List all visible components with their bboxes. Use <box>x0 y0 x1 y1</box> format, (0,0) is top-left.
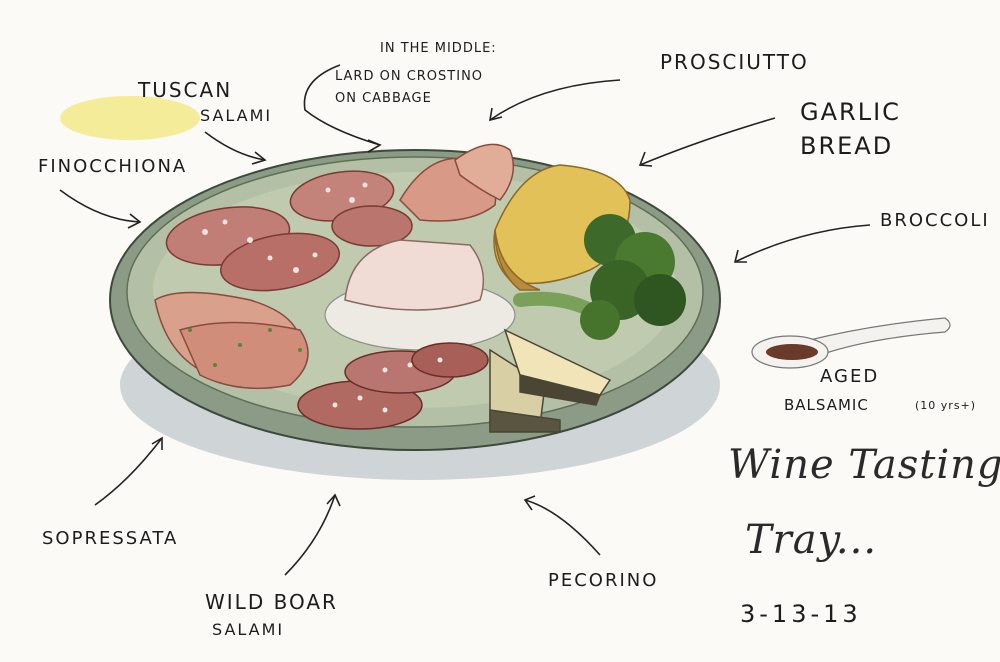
label-broccoli: Broccoli <box>880 210 990 231</box>
label-prosciutto: Prosciutto <box>660 50 809 74</box>
yellow-wash <box>60 96 200 140</box>
pecorino-wedges <box>489 328 612 433</box>
label-sopressata: Sopressata <box>42 528 179 549</box>
label-bread: Bread <box>800 132 894 160</box>
label-middle-line1: In the middle: <box>380 41 497 56</box>
label-balsamic-note: (10 yrs+) <box>915 399 977 412</box>
pointer-arrows <box>59 64 871 576</box>
label-tuscan: Tuscan <box>138 78 233 102</box>
label-middle-line2: Lard on crostino <box>335 69 484 84</box>
label-finocchiona: Finocchiona <box>38 156 188 177</box>
title-date: 3-13-13 <box>740 600 862 628</box>
lard-crostino <box>324 239 516 351</box>
boar-fat-dots <box>332 357 443 413</box>
salami-fat-dots <box>202 182 368 273</box>
label-wild-boar: Wild Boar <box>205 590 338 614</box>
label-wild-boar-salami: Salami <box>212 620 285 639</box>
label-garlic: Garlic <box>800 98 901 126</box>
title-line2: Tray... <box>745 517 878 563</box>
broccoli <box>513 214 686 340</box>
label-pecorino: Pecorino <box>548 570 659 591</box>
herb-flecks <box>188 328 302 367</box>
label-balsamic: Balsamic <box>784 396 869 414</box>
wild-boar-slices <box>297 342 489 430</box>
label-middle-line3: on cabbage <box>335 91 432 106</box>
title-line1: Wine Tasting <box>728 442 1000 488</box>
balsamic-spoon <box>751 317 951 369</box>
sopressata-folds <box>154 291 309 390</box>
label-tuscan-salami: Salami <box>200 106 273 125</box>
prosciutto-folds <box>399 143 515 222</box>
salami-slices-left <box>165 170 413 292</box>
label-aged: Aged <box>820 366 880 387</box>
